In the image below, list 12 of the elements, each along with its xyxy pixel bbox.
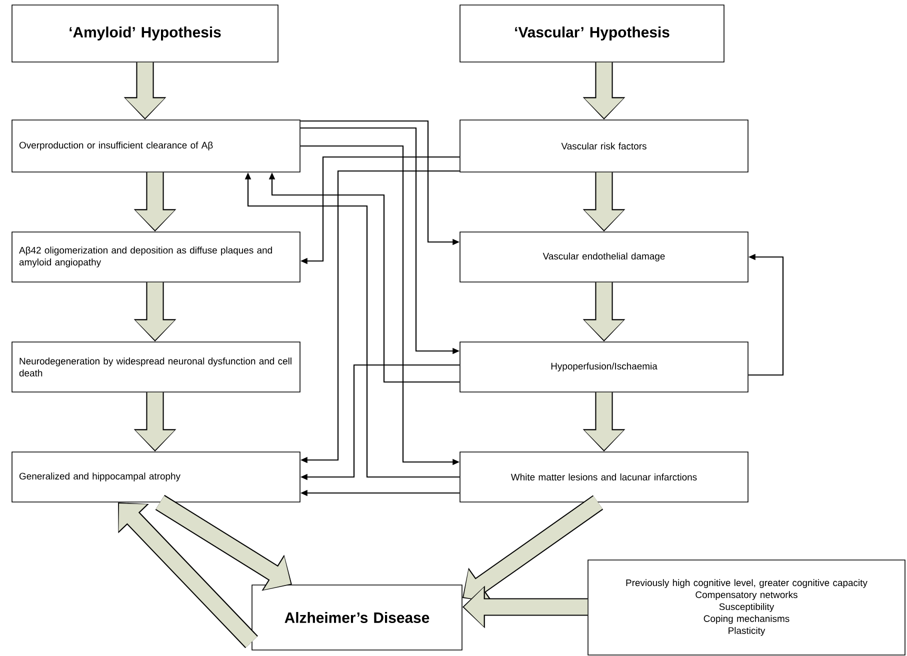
process-box: Vascular endothelial damage <box>460 232 748 282</box>
heading-box: ‘Vascular’ Hypothesis <box>460 4 724 62</box>
process-box: Vascular risk factors <box>460 120 748 172</box>
process-box: White matter lesions and lacunar infarctions <box>460 452 748 502</box>
process-box: Neurodegeneration by widespread neuronal dysfunction and cell death <box>12 342 300 392</box>
process-box: Aβ42 oligomerization and deposition as diffuse plaques and amyloid angiopathy <box>12 232 300 282</box>
process-box: Hypoperfusion/Ischaemia <box>460 342 748 392</box>
heading-box: ‘Amyloid’ Hypothesis <box>12 4 278 62</box>
process-box: Previously high cognitive level, greater cognitive capacity Compensatory networks Susceptibility Coping mechanisms Plasticity <box>588 560 906 656</box>
heading-box: Alzheimer’s Disease <box>252 584 462 650</box>
process-box: Generalized and hippocampal atrophy <box>12 452 300 502</box>
process-box: Overproduction or insufficient clearance of Aβ <box>12 120 300 172</box>
